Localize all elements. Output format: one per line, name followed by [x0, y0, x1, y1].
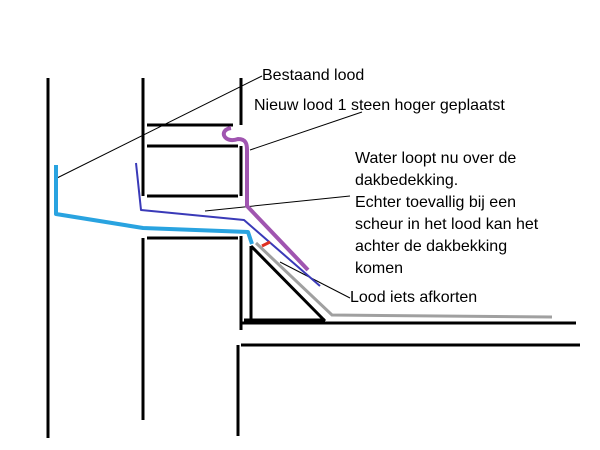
tilt-fillet-slope — [249, 244, 327, 323]
label-existing-lead: Bestaand lood — [262, 67, 364, 84]
existing-lead-flashing — [54, 165, 254, 245]
leader-water-note — [204, 195, 351, 212]
water-note-line: scheur in het lood kan het — [355, 216, 539, 233]
roofing-membrane — [254, 241, 553, 319]
dark-blue-lead-line — [135, 162, 321, 287]
leader-existing-lead — [56, 75, 263, 179]
label-new-lead: Nieuw lood 1 steen hoger geplaatst — [254, 97, 505, 114]
leader-trim-lead — [279, 261, 351, 299]
water-note: Water loopt nu over de dakbedekking. Ech… — [355, 150, 539, 277]
water-note-line: achter de dakbekking — [355, 238, 507, 255]
structure — [46, 78, 580, 438]
water-note-line: komen — [355, 260, 403, 277]
water-note-line: Water loopt nu over de — [355, 150, 516, 167]
crack-mark — [261, 240, 271, 248]
leader-new-lead — [249, 111, 363, 151]
water-note-line: Echter toevallig bij een — [355, 194, 516, 211]
label-trim-lead: Lood iets afkorten — [350, 289, 477, 306]
water-note-line: dakbedekking. — [355, 172, 458, 189]
new-lead-flashing — [221, 126, 310, 272]
leader-lines — [56, 75, 363, 299]
